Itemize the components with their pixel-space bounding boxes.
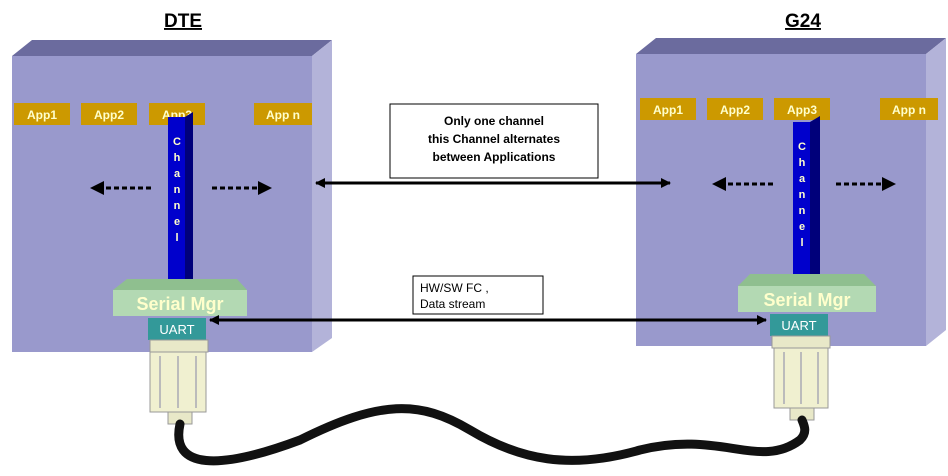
svg-text:a: a [799, 173, 806, 185]
svg-text:h: h [174, 152, 181, 164]
g24-app-3: App3 [774, 98, 830, 120]
svg-text:n: n [174, 200, 181, 212]
serial-cable [174, 404, 810, 466]
g24-serial-mgr: Serial Mgr [738, 274, 876, 312]
dte-uart: UART [148, 318, 206, 340]
svg-text:App2: App2 [720, 103, 750, 117]
g24-channel-bar: C h a n n e l 1 [793, 116, 820, 291]
channel-note-box: Only one channel this Channel alternates… [389, 103, 599, 179]
svg-text:App3: App3 [787, 103, 817, 117]
svg-text:UART: UART [781, 318, 816, 333]
g24-serial-connector [771, 335, 831, 421]
svg-text:n: n [174, 184, 181, 196]
g24-left-dotted-arrow [712, 177, 774, 191]
svg-text:App1: App1 [653, 103, 683, 117]
svg-text:UART: UART [159, 322, 194, 337]
svg-text:Serial Mgr: Serial Mgr [763, 290, 850, 310]
svg-text:C: C [798, 141, 806, 153]
g24-app-2: App2 [707, 98, 763, 120]
svg-text:HW/SW FC ,: HW/SW FC , [420, 281, 489, 295]
g24-title: G24 [785, 11, 821, 32]
svg-text:App1: App1 [27, 108, 57, 122]
svg-text:h: h [799, 157, 806, 169]
dte-serial-mgr: Serial Mgr [113, 279, 247, 316]
svg-text:a: a [174, 168, 181, 180]
g24-right-dotted-arrow [836, 177, 896, 191]
svg-text:Data stream: Data stream [420, 297, 485, 311]
g24-app-n: App n [880, 98, 938, 120]
svg-text:App2: App2 [94, 108, 124, 122]
svg-text:e: e [799, 221, 805, 233]
dte-app-n: App n [254, 103, 312, 125]
g24-app-1: App1 [640, 98, 696, 120]
stream-note-box: HW/SW FC , Data stream [412, 275, 544, 315]
dte-right-dotted-arrow [212, 181, 272, 195]
svg-text:n: n [799, 205, 806, 217]
svg-text:n: n [799, 189, 806, 201]
svg-text:e: e [174, 216, 180, 228]
svg-text:Only one channel: Only one channel [444, 114, 544, 128]
dte-left-dotted-arrow [90, 181, 152, 195]
g24-uart: UART [770, 314, 828, 336]
dte-serial-connector [149, 339, 209, 425]
dte-channel-bar: C h a n n e l 1 [168, 112, 193, 295]
svg-text:Serial Mgr: Serial Mgr [136, 294, 223, 314]
dte-app-2: App2 [81, 103, 137, 125]
svg-text:this Channel alternates: this Channel alternates [428, 132, 560, 146]
svg-text:between Applications: between Applications [433, 150, 556, 164]
svg-text:l: l [800, 237, 803, 249]
svg-text:App n: App n [892, 103, 926, 117]
dte-app-1: App1 [14, 103, 70, 125]
svg-text:C: C [173, 136, 181, 148]
svg-text:l: l [175, 232, 178, 244]
dte-title: DTE [164, 11, 202, 32]
svg-text:App n: App n [266, 108, 300, 122]
